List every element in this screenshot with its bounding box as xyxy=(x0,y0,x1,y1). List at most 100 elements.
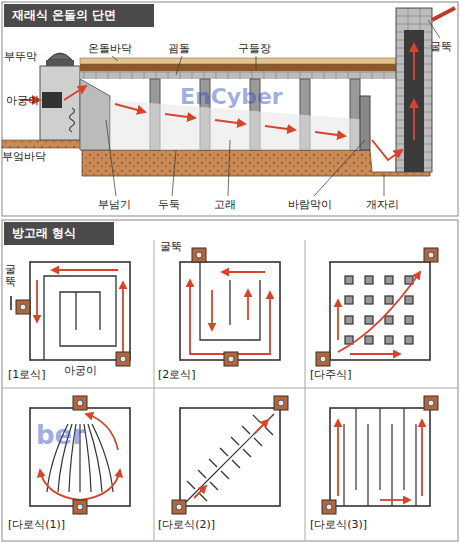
flue-wall xyxy=(343,424,344,506)
flow-arrow xyxy=(194,486,206,498)
flue-wall xyxy=(254,438,262,446)
flue-wall xyxy=(187,481,195,489)
flue-port xyxy=(116,352,130,366)
flue-wall xyxy=(92,424,113,492)
part-label: 아궁이 xyxy=(6,94,39,107)
part-label: 굴뚝 xyxy=(430,40,452,53)
flue-wall xyxy=(199,493,207,501)
flow-arrow xyxy=(350,353,400,355)
pillar xyxy=(405,316,413,324)
pattern-caption: [다로식(3)] xyxy=(310,518,367,531)
part-label: 굴뚝 xyxy=(160,240,182,253)
flue-wall xyxy=(210,482,218,490)
pillar xyxy=(385,276,393,284)
flue-port xyxy=(274,396,288,410)
flue-port xyxy=(224,352,238,366)
part-label: 바람막이 xyxy=(288,198,332,211)
flue-port xyxy=(424,396,438,410)
panel-header: 방고래 형식 xyxy=(4,222,114,245)
flue-port-hole xyxy=(320,356,326,362)
flue-wall xyxy=(367,424,368,506)
pillar xyxy=(345,296,353,304)
pillar xyxy=(385,296,393,304)
flue-port-hole xyxy=(428,252,434,258)
flue-wall xyxy=(403,408,404,490)
pattern-caption: [1로식] xyxy=(8,368,46,381)
panel-header: 재래식 온돌의 단면 xyxy=(4,4,154,27)
flue-wall xyxy=(186,414,274,502)
flow-arrow xyxy=(337,420,339,496)
flue-port-hole xyxy=(278,400,284,406)
pillar xyxy=(385,316,393,324)
part-label: 부뚜막 xyxy=(4,50,37,63)
flue-port xyxy=(424,248,438,262)
flue-port-hole xyxy=(20,304,26,310)
flue-port-hole xyxy=(326,504,332,510)
flue-port-hole xyxy=(77,400,83,406)
part-label: 아궁이 xyxy=(64,364,97,377)
flue-wall xyxy=(221,471,229,479)
header-text: 재래식 온돌의 단면 xyxy=(12,8,116,22)
flow-arrow xyxy=(338,272,420,352)
flue-port-hole xyxy=(77,504,83,510)
flow-arrow xyxy=(80,470,120,500)
flow-arrow xyxy=(337,300,339,340)
flue-wall xyxy=(232,460,240,468)
flue-port-hole xyxy=(120,356,126,362)
part-label: 고래 xyxy=(214,198,236,211)
flue-port xyxy=(316,352,330,366)
part-label: 굴뚝 xyxy=(5,264,16,288)
flow-arrow xyxy=(40,470,80,500)
part-label: 구들장 xyxy=(238,42,271,55)
flue-wall xyxy=(415,424,416,506)
watermark: EnCyber xyxy=(180,84,283,110)
flue-wall xyxy=(209,459,217,467)
pattern-caption: [2로식] xyxy=(158,368,196,381)
pointer-arrow xyxy=(10,296,11,310)
flue-port xyxy=(172,500,186,514)
flue-port xyxy=(73,396,87,410)
flue-port-hole xyxy=(196,252,202,258)
flue-wall xyxy=(242,426,250,434)
flue-port xyxy=(16,300,30,314)
flow-arrow xyxy=(254,420,268,434)
flow-arrow xyxy=(380,499,410,501)
part-label: 온돌바닥 xyxy=(88,42,132,55)
flue-wall xyxy=(253,415,261,423)
flue-wall xyxy=(198,470,206,478)
pillar xyxy=(385,336,393,344)
flue-port xyxy=(322,500,336,514)
part-label: 개자리 xyxy=(366,198,399,211)
pillar xyxy=(345,316,353,324)
flue-wall xyxy=(391,424,392,506)
pattern-caption: [다로식(1)] xyxy=(8,518,65,531)
flue-port-hole xyxy=(428,400,434,406)
part-label: 부넘기 xyxy=(98,198,131,211)
pillar xyxy=(365,316,373,324)
pillar xyxy=(405,336,413,344)
flue-wall xyxy=(379,408,380,490)
flue-wall xyxy=(231,437,239,445)
flue-port xyxy=(73,500,87,514)
flue-wall xyxy=(355,408,356,490)
pillar xyxy=(365,276,373,284)
flue-port xyxy=(192,248,206,262)
flue-wall xyxy=(220,448,228,456)
part-label: 두둑 xyxy=(158,198,180,211)
flow-arrow xyxy=(86,414,118,450)
flow-arrow xyxy=(421,420,423,496)
pillar xyxy=(365,296,373,304)
watermark: ber xyxy=(36,420,85,451)
flue-wall xyxy=(243,449,251,457)
pattern-caption: [다주식] xyxy=(310,368,352,381)
flue-wall xyxy=(88,424,102,492)
part-label: 굄돌 xyxy=(168,42,190,55)
pattern-caption: [다로식(2)] xyxy=(158,518,215,531)
pillar xyxy=(345,276,353,284)
flue-port-hole xyxy=(176,504,182,510)
pillar xyxy=(405,296,413,304)
flue-port-hole xyxy=(228,356,234,362)
header-text: 방고래 형식 xyxy=(12,226,76,240)
part-label: 부엌바닥 xyxy=(2,150,46,163)
